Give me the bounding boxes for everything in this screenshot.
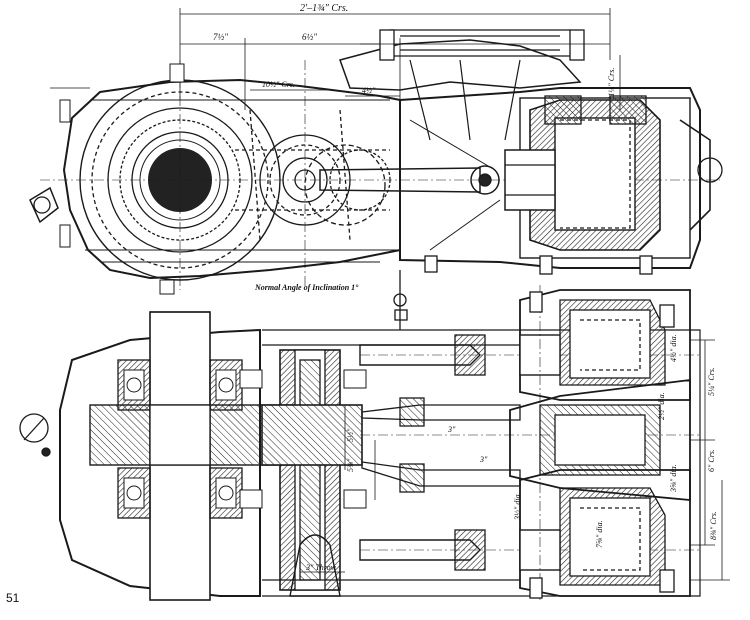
- upper-bolt-row: [59, 63, 185, 295]
- drain-plug: [19, 413, 49, 443]
- dim-mid-3b: 3": [479, 455, 488, 464]
- dim-mid-3a: 3": [447, 425, 456, 434]
- upper-elevation-view: [29, 8, 723, 295]
- connecting-rod: [319, 167, 481, 193]
- crosshead-frame: [262, 329, 701, 597]
- dim-mid-5a: 5½": [346, 428, 355, 442]
- lower-plan-view: [19, 55, 730, 601]
- bearing-blocks: [123, 369, 367, 509]
- rocker-arm-frame: [339, 39, 582, 91]
- top-dimension-lines: [50, 8, 611, 110]
- dim-crs-8: 8⅜" Crs.: [709, 511, 718, 540]
- upper-piston: [504, 149, 556, 211]
- dim-mid-5b: 5⅜": [346, 458, 355, 472]
- page-number: 51: [6, 591, 20, 605]
- dimension-labels: 2'–1¾" Crs. 7½" 6½" 10½" Crs. 4½" 11¼" C…: [213, 3, 718, 572]
- dim-throw: 3" Throw: [305, 563, 337, 572]
- dim-overall-centres: 2'–1¾" Crs.: [300, 3, 348, 14]
- dim-dia-7: 7⅝" dia.: [595, 520, 604, 548]
- dim-dia-4: 4½" dia.: [669, 334, 678, 362]
- dim-right-vertical-top: 11¼" Crs.: [607, 68, 616, 100]
- dim-dia-3b: 3⅝" dia.: [669, 464, 678, 493]
- dim-left-span: 7½": [213, 32, 228, 42]
- cylinder-block-upper: [399, 87, 701, 269]
- dim-small-span: 4½": [362, 86, 376, 95]
- dim-crs-5: 5¼" Crs.: [707, 367, 716, 396]
- dim-dia-3: 3½" dia.: [513, 492, 522, 521]
- dim-right-span: 6½": [302, 32, 317, 42]
- dim-centres-10: 10½" Crs.: [262, 80, 295, 89]
- lower-cylinder: [519, 469, 691, 597]
- dim-dia-2: 2½" dia.: [657, 392, 666, 420]
- dim-crs-6: 6" Crs.: [707, 449, 716, 472]
- caption-inclination: Normal Angle of Inclination 1°: [254, 283, 359, 292]
- center-pin: [393, 270, 408, 330]
- right-dimension-lines: [619, 55, 730, 581]
